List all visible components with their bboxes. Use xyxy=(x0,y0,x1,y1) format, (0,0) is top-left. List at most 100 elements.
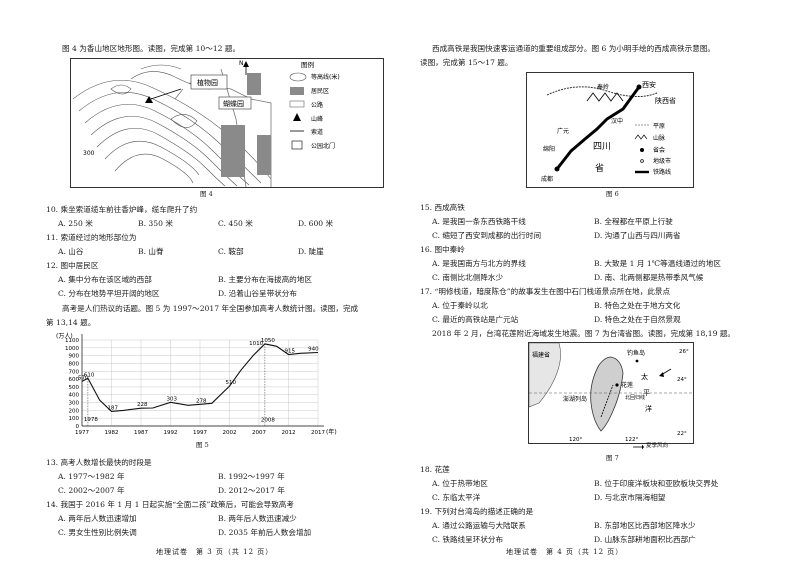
q15-option-a: A. 是我国一条东西铁路干线 xyxy=(432,217,526,226)
q17-option-c: C. 最近的高铁站是广元站 xyxy=(432,315,519,324)
q16-stem: 16. 图中秦岭 xyxy=(420,245,465,254)
fig4-intro: 图 4 为香山地区地形图。读图，完成第 10～12 题。 xyxy=(62,44,241,53)
q15-stem: 15. 西成高铁 xyxy=(420,203,465,212)
chart-y-tick-label: 1100 xyxy=(65,338,79,344)
chart-data-label: 278 xyxy=(196,398,207,404)
legend-cableway: 索道 xyxy=(311,128,323,136)
figure-6-sketch: 西安 陕西省 秦岭 汉中 广元 绵阳 成都 四川 省 平原 山脉 省会 地级市 … xyxy=(526,72,694,188)
fig6-label-qinling: 秦岭 xyxy=(597,83,609,91)
legend-residential-icon xyxy=(290,87,304,95)
q19-stem: 19. 下列对台湾岛的描述正确的是 xyxy=(420,507,534,516)
q18-option-c: C. 东临太平洋 xyxy=(432,493,481,502)
q19-option-b: B. 东部地区比西部地区降水少 xyxy=(594,521,696,530)
summer-wind-legend-icon xyxy=(633,444,644,450)
fig6-legend-plain: 平原 xyxy=(653,123,665,130)
chart-data-label: 610 xyxy=(84,372,95,378)
legend-mountain-icon xyxy=(634,134,648,140)
fig7-label-tropic: 北回归线 xyxy=(625,394,645,401)
legend-road: 公路 xyxy=(311,101,323,109)
wind-arrowhead-icon xyxy=(659,372,664,377)
q15-option-d: D. 沟通了山西与四川两省 xyxy=(594,231,681,240)
north-arrowhead-icon xyxy=(243,61,249,67)
qinling-mountains-icon xyxy=(586,92,624,102)
fig5-intro-line2: 第 13,14 题。 xyxy=(46,318,96,327)
chart-x-tick-label: 1997 xyxy=(193,430,207,436)
figure-7-map: 福建省 钓鱼岛 花莲 太 平 洋 澎湖列岛 北回归线 26° 24° 22° 1… xyxy=(528,342,694,444)
q16-option-c: C. 南侧比北侧降水少 xyxy=(432,273,504,282)
q13-option-c: C. 2002～2007 年 xyxy=(58,486,125,495)
chart-data-label: 1978 xyxy=(84,417,98,423)
chart-y-tick-label: 800 xyxy=(69,361,80,367)
figure-6-caption: 图 6 xyxy=(606,190,619,198)
q12-option-c: C. 分布在地势平坦开阔的地区 xyxy=(58,289,160,298)
residential-areas xyxy=(221,73,271,177)
butterfly-garden-box xyxy=(218,96,252,110)
q17-option-d: D. 特色之处在于自然景观 xyxy=(594,315,681,324)
chart-y-tick-label: 500 xyxy=(69,385,80,391)
hualien-dot xyxy=(615,383,619,387)
fig6-label-shaanxi: 陕西省 xyxy=(655,96,676,105)
chart-y-tick-label: 100 xyxy=(69,416,80,422)
figure-7-svg: 福建省 钓鱼岛 花莲 太 平 洋 澎湖列岛 北回归线 26° 24° 22° 1… xyxy=(528,342,693,443)
q10-option-d: D. 600 米 xyxy=(298,219,334,228)
fig6-legend-mountain: 山脉 xyxy=(653,134,665,142)
chart-grid xyxy=(81,339,319,427)
fig6-legend: 平原 山脉 省会 地级市 铁路线 xyxy=(634,123,671,176)
fig6-label-hanzhong: 汉中 xyxy=(611,117,623,125)
taiwan-railway xyxy=(600,384,614,418)
q15-option-b: B. 全程都在平原上行驶 xyxy=(594,217,673,226)
q10-option-a: A. 250 米 xyxy=(58,219,93,228)
legend-peak-icon xyxy=(293,113,301,121)
q17-stem: 17. “明修栈道，暗度陈仓”的故事发生在图中石门栈道景点所在地，此景点 xyxy=(420,287,671,296)
fig6-label-xian: 西安 xyxy=(642,80,656,89)
q14-option-d: D. 2035 年前后人数会增加 xyxy=(218,528,312,537)
chart-x-tick-label: 2007 xyxy=(252,430,266,436)
chart-data-label: 510 xyxy=(226,380,237,386)
chart-x-axis-label: (年) xyxy=(326,428,337,436)
q14-option-c: C. 男女生性别比例失调 xyxy=(58,528,137,537)
legend-residential: 居民区 xyxy=(311,88,329,95)
q12-stem: 12. 图中居民区 xyxy=(46,261,99,270)
q12-option-a: A. 集中分布在该区域的西部 xyxy=(58,275,152,284)
fig6-legend-railway: 铁路线 xyxy=(653,168,671,176)
chart-y-tick-label: 1000 xyxy=(65,346,79,352)
q10-option-b: B. 350 米 xyxy=(138,219,173,228)
fig7-label-122: 122° xyxy=(625,437,638,443)
legend-capital-icon xyxy=(640,148,644,152)
legend-contour-icon xyxy=(289,72,307,82)
legend-contour: 等高线(米) xyxy=(311,73,340,81)
label-butterfly-garden: 蝴蝶园 xyxy=(223,99,244,108)
q18-option-d: D. 与北京市隔海相望 xyxy=(594,493,666,502)
chart-x-tick-label: 1982 xyxy=(105,430,119,436)
fig7-label-penghu: 澎湖列岛 xyxy=(563,395,587,403)
plain-boundary xyxy=(546,86,658,97)
legend-park-gate-icon xyxy=(291,140,303,150)
q14-option-b: B. 两年后人数迅速减少 xyxy=(218,514,297,523)
figure-4-svg: 植物园 蝴蝶园 300 N 图例 等高线(米) 居民区 公路 山峰 xyxy=(72,60,340,188)
chart-data-label: 940 xyxy=(308,347,319,353)
chart-x-tick-label: 2002 xyxy=(223,430,237,436)
figure-7-caption: 图 7 xyxy=(606,454,619,462)
q11-option-a: A. 山谷 xyxy=(58,247,84,256)
q10-stem: 10. 乘坐索道缆车前往香炉峰，缆车爬升了约 xyxy=(46,205,198,214)
fig6-label-mianyang: 绵阳 xyxy=(543,145,555,153)
q15-option-c: C. 缩短了西安到成都的出行时间 xyxy=(432,231,542,240)
q19-option-c: C. 铁路线呈环状分布 xyxy=(432,535,504,544)
fig7-label-22: 22° xyxy=(677,431,687,437)
q11-option-d: D. 陡崖 xyxy=(298,247,324,256)
chart-y-tick-label: 900 xyxy=(69,354,80,360)
figure-5-caption: 图 5 xyxy=(196,441,209,449)
chart-data-label: 915 xyxy=(285,348,296,354)
left-page-footer: 地理试卷 第 3 页（共 12 页） xyxy=(156,548,274,556)
fig5-intro-line1: 高考是人们热议的话题。图 5 为 1997～2017 年全国参加高考人数统计图。… xyxy=(62,304,359,313)
chart-y-tick-label: 200 xyxy=(69,408,80,414)
chart-series-line xyxy=(81,343,319,412)
chart-data-label: 570 xyxy=(78,375,89,381)
chengdu-dot xyxy=(554,166,560,172)
legend-city-icon xyxy=(640,159,644,163)
fig6-label-chengdu: 成都 xyxy=(541,175,553,183)
fig6-label-province: 省 xyxy=(595,162,604,174)
fig6-label-sichuan: 四川 xyxy=(593,142,611,152)
legend-park-gate: 公园北门 xyxy=(311,142,335,150)
